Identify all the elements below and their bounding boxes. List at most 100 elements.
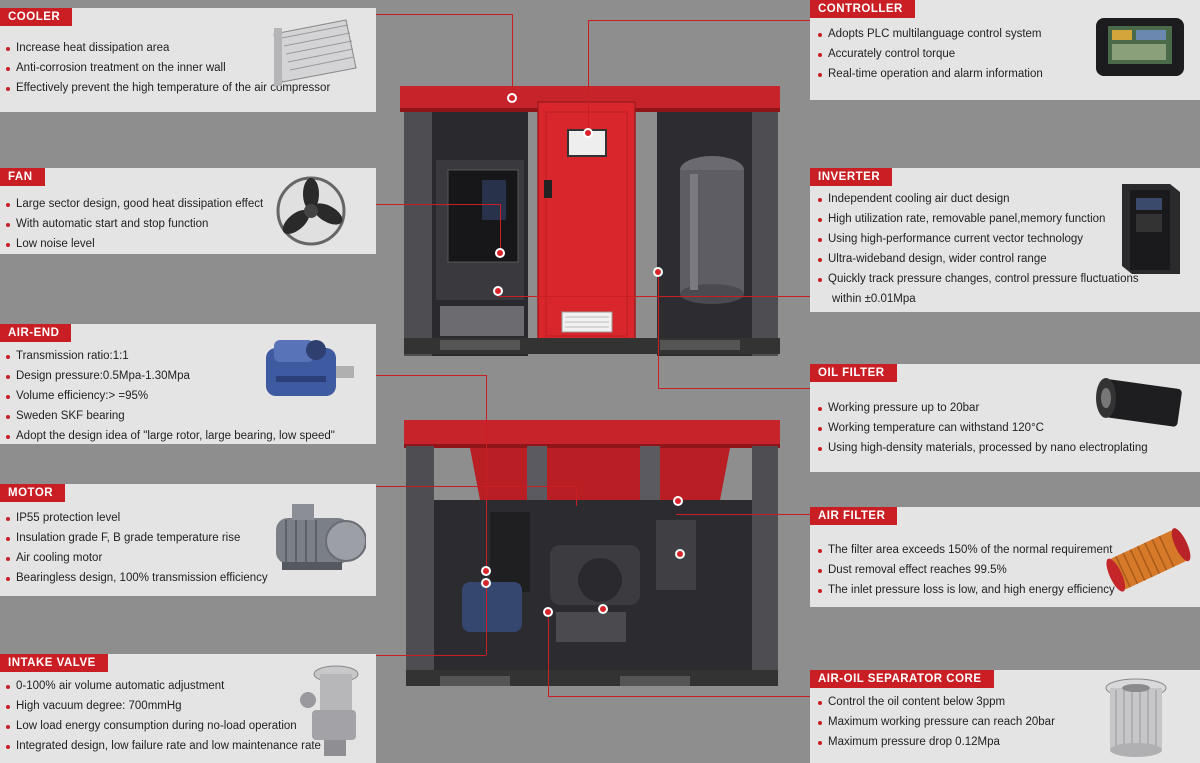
connector-oilfilter-v: [658, 274, 659, 388]
callout-dot-separator: [543, 607, 553, 617]
intake-valve-image: [300, 665, 359, 756]
fan-panel: FAN Large sector design, good heat dissi…: [0, 168, 376, 254]
list-item: Dust removal effect reaches 99.5%: [816, 560, 1115, 580]
list-item: Independent cooling air duct design: [816, 189, 1139, 209]
connector-intake-v: [486, 585, 487, 655]
list-item: Integrated design, low failure rate and …: [4, 736, 321, 756]
list-item: Effectively prevent the high temperature…: [4, 78, 330, 98]
oil-filter-feature-list: Working pressure up to 20bar Working tem…: [816, 398, 1148, 458]
inverter-panel: INVERTER Independent cooling air duct de…: [810, 168, 1200, 312]
callout-dot-oil-filter: [653, 267, 663, 277]
list-item: High utilization rate, removable panel,m…: [816, 209, 1139, 229]
controller-panel: CONTROLLER Adopts PLC multilanguage cont…: [810, 0, 1200, 100]
list-item: Bearingless design, 100% transmission ef…: [4, 568, 268, 588]
connector-separator-v: [548, 614, 549, 696]
compressor-interior-view: [404, 420, 780, 686]
list-item: Maximum pressure drop 0.12Mpa: [816, 732, 1055, 752]
list-item: High vacuum degree: 700mmHg: [4, 696, 321, 716]
cooler-title: COOLER: [0, 8, 73, 26]
air-filter-title: AIR FILTER: [810, 507, 898, 525]
list-item: The filter area exceeds 150% of the norm…: [816, 540, 1115, 560]
list-item: Transmission ratio:1:1: [4, 346, 335, 366]
list-item: Adopt the design idea of "large rotor, l…: [4, 426, 335, 446]
air-end-feature-list: Transmission ratio:1:1 Design pressure:0…: [4, 346, 335, 446]
callout-dot-air-end: [481, 566, 491, 576]
connector-cooler-h: [376, 14, 512, 15]
fan-title: FAN: [0, 168, 45, 186]
list-item: Quickly track pressure changes, control …: [816, 269, 1139, 289]
fan-image: [276, 176, 346, 246]
air-end-title: AIR-END: [0, 324, 72, 342]
motor-title: MOTOR: [0, 484, 66, 502]
callout-dot-cooler: [507, 93, 517, 103]
controller-title: CONTROLLER: [810, 0, 915, 18]
callout-dot-motor: [598, 604, 608, 614]
cooler-feature-list: Increase heat dissipation area Anti-corr…: [4, 38, 330, 98]
cooler-panel: COOLER Increase heat dissipation area An…: [0, 8, 376, 112]
oil-filter-title: OIL FILTER: [810, 364, 897, 382]
connector-intake-h: [376, 655, 486, 656]
list-item: 0-100% air volume automatic adjustment: [4, 676, 321, 696]
callout-dot-air-filter-2: [675, 549, 685, 559]
connector-inverter-h: [498, 296, 810, 297]
list-item: Low noise level: [4, 234, 263, 254]
list-item: Increase heat dissipation area: [4, 38, 330, 58]
controller-image: [1096, 18, 1184, 76]
controller-feature-list: Adopts PLC multilanguage control system …: [816, 24, 1043, 84]
list-item: Using high-density materials, processed …: [816, 438, 1148, 458]
inverter-feature-list: Independent cooling air duct design High…: [816, 189, 1139, 309]
list-item: With automatic start and stop function: [4, 214, 263, 234]
cooler-image: [273, 19, 357, 86]
callout-dot-controller: [583, 128, 593, 138]
list-item: Sweden SKF bearing: [4, 406, 335, 426]
intake-valve-title: INTAKE VALVE: [0, 654, 108, 672]
motor-feature-list: IP55 protection level Insulation grade F…: [4, 508, 268, 588]
callout-dot-intake-valve: [481, 578, 491, 588]
connector-separator-h: [548, 696, 810, 697]
list-item: Anti-corrosion treatment on the inner wa…: [4, 58, 330, 78]
oil-filter-panel: OIL FILTER Working pressure up to 20bar …: [810, 364, 1200, 472]
list-item: Working pressure up to 20bar: [816, 398, 1148, 418]
air-filter-panel: AIR FILTER The filter area exceeds 150% …: [810, 507, 1200, 607]
list-item: Working temperature can withstand 120°C: [816, 418, 1148, 438]
motor-panel: MOTOR IP55 protection level Insulation g…: [0, 484, 376, 596]
callout-dot-air-filter: [673, 496, 683, 506]
air-filter-image: [1106, 528, 1191, 592]
connector-cooler-v: [512, 14, 513, 98]
connector-motor-v: [576, 486, 577, 506]
list-item: Control the oil content below 3ppm: [816, 692, 1055, 712]
list-item: Low load energy consumption during no-lo…: [4, 716, 321, 736]
list-item: Using high-performance current vector te…: [816, 229, 1139, 249]
list-item: The inlet pressure loss is low, and high…: [816, 580, 1115, 600]
callout-dot-fan: [495, 248, 505, 258]
list-item: Real-time operation and alarm informatio…: [816, 64, 1043, 84]
connector-controller-h: [588, 20, 810, 21]
list-item: Accurately control torque: [816, 44, 1043, 64]
air-end-panel: AIR-END Transmission ratio:1:1 Design pr…: [0, 324, 376, 444]
connector-fan-h: [376, 204, 500, 205]
inverter-image: [1122, 184, 1180, 274]
connector-oilfilter-h: [658, 388, 810, 389]
air-filter-feature-list: The filter area exceeds 150% of the norm…: [816, 540, 1115, 600]
intake-valve-feature-list: 0-100% air volume automatic adjustment H…: [4, 676, 321, 756]
list-item: Large sector design, good heat dissipati…: [4, 194, 263, 214]
list-item-continuation: within ±0.01Mpa: [832, 293, 916, 305]
list-item: Design pressure:0.5Mpa-1.30Mpa: [4, 366, 335, 386]
list-item: Ultra-wideband design, wider control ran…: [816, 249, 1139, 269]
connector-airfilter-h: [676, 514, 810, 515]
separator-title: AIR-OIL SEPARATOR CORE: [810, 670, 994, 688]
list-item: IP55 protection level: [4, 508, 268, 528]
connector-airend-h: [376, 375, 486, 376]
list-item: Maximum working pressure can reach 20bar: [816, 712, 1055, 732]
separator-feature-list: Control the oil content below 3ppm Maxim…: [816, 692, 1055, 752]
callout-dot-inverter: [493, 286, 503, 296]
connector-controller-v: [588, 20, 589, 132]
air-end-image: [266, 340, 354, 396]
connector-motor-h: [376, 486, 576, 487]
connector-airend-v: [486, 375, 487, 571]
oil-filter-image: [1096, 378, 1182, 427]
intake-valve-panel: INTAKE VALVE 0-100% air volume automatic…: [0, 654, 376, 763]
compressor-front-view: [400, 86, 780, 356]
connector-fan-v: [500, 204, 501, 252]
